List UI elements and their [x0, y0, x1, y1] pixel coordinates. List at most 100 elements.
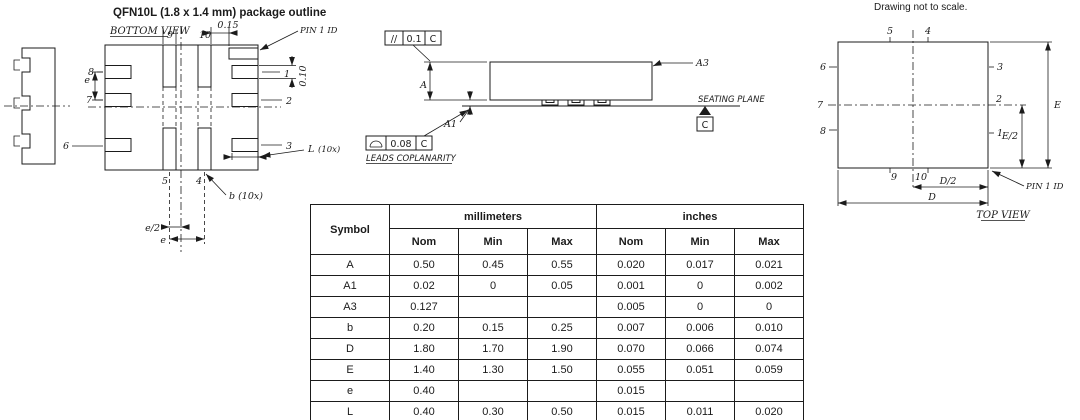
- cell-in-min: 0.017: [665, 254, 735, 276]
- sv-dim-A1-label: A1: [443, 119, 457, 130]
- table-row-L: L 0.40 0.30 0.50 0.015 0.011 0.020: [310, 401, 804, 420]
- cell-in-max: 0.059: [734, 359, 804, 381]
- leads-coplanarity-label: LEADS COPLANARITY: [366, 154, 457, 164]
- sv-dim-A1: A1: [443, 91, 473, 130]
- cell-in-max: 0.010: [734, 317, 804, 339]
- top-view-label: TOP VIEW: [976, 210, 1030, 221]
- bv-pads: [104, 44, 259, 171]
- coplanarity-datum-label: C: [421, 139, 428, 150]
- bv-dim-e-left: e: [84, 71, 103, 101]
- cell-mm-max: [527, 296, 597, 318]
- header-millimeters: millimeters: [389, 204, 597, 229]
- cell-in-nom: 0.007: [596, 317, 666, 339]
- parallelism-symbol-icon: //: [391, 34, 398, 45]
- cell-symbol: A1: [310, 275, 390, 297]
- bv-pin-4-label: 4: [195, 176, 202, 187]
- bv-dim-015: 0.15: [162, 20, 239, 46]
- datum-c-label: C: [702, 120, 709, 131]
- tv-pin-7-label: 7: [817, 100, 824, 111]
- cell-in-min: 0.011: [665, 401, 735, 420]
- cell-symbol: b: [310, 317, 390, 339]
- tv-pin-2-label: 2: [995, 94, 1002, 105]
- bv-dim-010: 0.10: [259, 56, 309, 88]
- tv-pin-5-label: 5: [887, 26, 893, 37]
- cell-in-nom: 0.020: [596, 254, 666, 276]
- table-row-A1: A1 0.02 0 0.05 0.001 0 0.002: [310, 275, 804, 297]
- side-view: // 0.1 C A: [365, 30, 765, 164]
- cell-symbol: E: [310, 359, 390, 381]
- cell-symbol: e: [310, 380, 390, 402]
- tv-dim-D-label: D: [927, 192, 936, 203]
- header-in-min: Min: [665, 228, 735, 255]
- cell-mm-min: 0.45: [458, 254, 528, 276]
- tv-pin-10-label: 10: [915, 172, 927, 183]
- tv-pin-ticks: [829, 37, 994, 173]
- table-row-A: A 0.50 0.45 0.55 0.020 0.017 0.021: [310, 254, 804, 276]
- cell-mm-max: [527, 380, 597, 402]
- cell-mm-max: 0.05: [527, 275, 597, 297]
- parallelism-frame: // 0.1 C: [384, 30, 442, 62]
- cell-mm-min: [458, 296, 528, 318]
- cell-symbol: D: [310, 338, 390, 360]
- cell-in-min: 0: [665, 296, 735, 318]
- cell-mm-max: 0.25: [527, 317, 597, 339]
- cell-mm-min: 0: [458, 275, 528, 297]
- dimensions-table: Symbol millimeters inches Nom Min Max No…: [310, 204, 804, 420]
- cell-in-nom: 0.070: [596, 338, 666, 360]
- table-row-b: b 0.20 0.15 0.25 0.007 0.006 0.010: [310, 317, 804, 339]
- header-mm-max: Max: [527, 228, 597, 255]
- bv-pin-leaders: [72, 71, 282, 147]
- tv-dim-E: E: [990, 41, 1061, 169]
- tv-dim-E-label: E: [1053, 100, 1061, 111]
- cell-in-min: 0.006: [665, 317, 735, 339]
- tv-dim-E-half-label: E/2: [1001, 131, 1018, 142]
- coplanarity-value-label: 0.08: [390, 139, 411, 150]
- tv-pin-4-label: 4: [924, 26, 931, 37]
- sv-leads: [541, 100, 611, 106]
- bv-pin-2-label: 2: [285, 96, 292, 107]
- bv-pin-6-label: 6: [63, 141, 69, 152]
- cell-mm-nom: 0.40: [389, 380, 459, 402]
- tv-pin1-id-label: PIN 1 ID: [1025, 182, 1064, 192]
- profile-of-surface-icon: [369, 140, 383, 148]
- bottom-view: BOTTOM VIEW: [4, 20, 340, 252]
- cell-in-max: 0.074: [734, 338, 804, 360]
- parallelism-datum-label: C: [430, 34, 437, 45]
- seating-plane-callout: SEATING PLANE C: [696, 95, 765, 132]
- cell-in-max: 0: [734, 296, 804, 318]
- tv-pin-1-label: 1: [997, 128, 1003, 139]
- bv-dim-e-half: e/2: [145, 172, 205, 244]
- header-mm-min: Min: [458, 228, 528, 255]
- cell-in-nom: 0.015: [596, 401, 666, 420]
- datum-c-box: [696, 116, 714, 132]
- cell-in-nom: 0.055: [596, 359, 666, 381]
- cell-mm-nom: 0.40: [389, 401, 459, 420]
- sv-package-outline: [489, 61, 653, 101]
- bv-pin1-id-pad: [228, 47, 259, 60]
- parallelism-value-label: 0.1: [406, 34, 421, 45]
- cell-in-min: 0.066: [665, 338, 735, 360]
- sv-dim-A3-label: A3: [695, 58, 709, 69]
- cell-mm-min: 1.70: [458, 338, 528, 360]
- cell-in-nom: 0.001: [596, 275, 666, 297]
- cell-mm-max: 1.90: [527, 338, 597, 360]
- table-row-D: D 1.80 1.70 1.90 0.070 0.066 0.074: [310, 338, 804, 360]
- cell-in-max: 0.021: [734, 254, 804, 276]
- cell-symbol: L: [310, 401, 390, 420]
- bv-dim-b: b (10x): [205, 173, 263, 202]
- tv-pin-8-label: 8: [820, 126, 826, 137]
- bv-dim-e-bottom-label: e: [160, 235, 166, 246]
- cell-mm-max: 0.55: [527, 254, 597, 276]
- bv-dim-b-label: b (10x): [229, 191, 263, 202]
- cell-mm-nom: 1.40: [389, 359, 459, 381]
- tv-pin-9-label: 9: [891, 172, 897, 183]
- bv-pin1-id: PIN 1 ID: [259, 26, 338, 51]
- cell-mm-min: [458, 380, 528, 402]
- scale-note: Drawing not to scale.: [874, 2, 968, 13]
- bv-pin-7-label: 7: [86, 95, 93, 106]
- cell-in-nom: 0.005: [596, 296, 666, 318]
- table-row-E: E 1.40 1.30 1.50 0.055 0.051 0.059: [310, 359, 804, 381]
- cell-in-min: 0: [665, 275, 735, 297]
- tv-dim-E-half: E/2: [1001, 105, 1025, 168]
